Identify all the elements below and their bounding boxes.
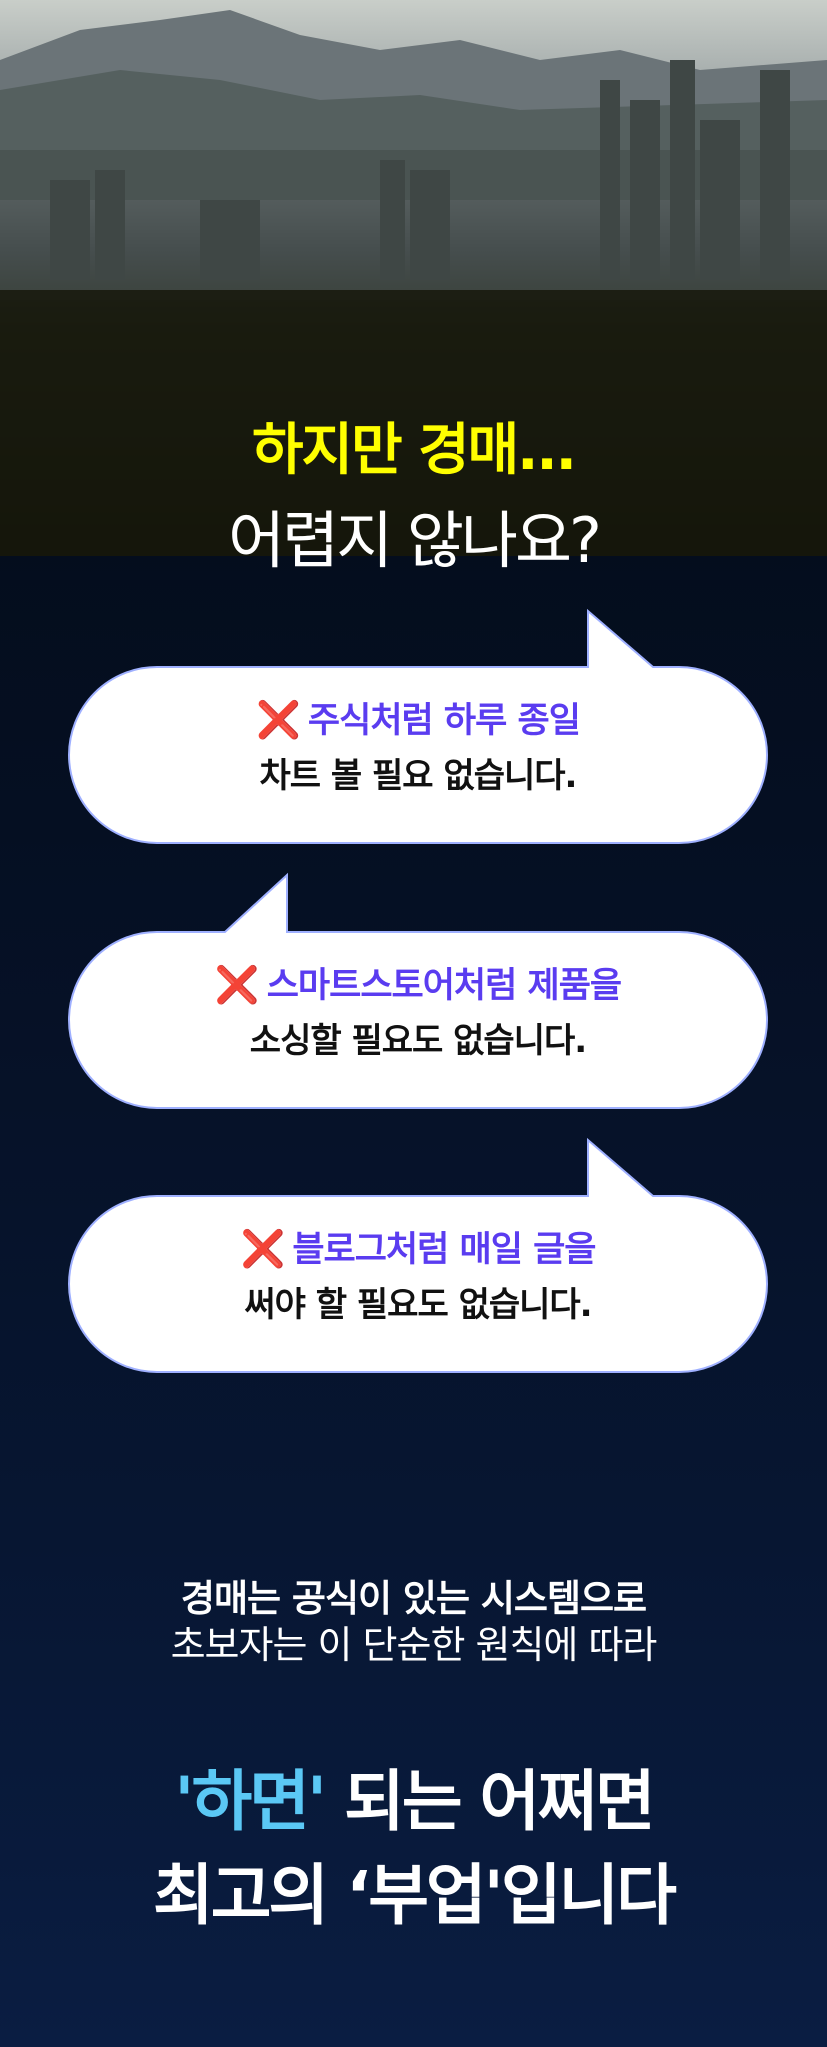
bubble-line2: 소싱할 필요도 없습니다. bbox=[249, 1021, 587, 1061]
speech-bubble-blog: ❌블로그처럼 매일 글을 써야 할 필요도 없습니다. bbox=[68, 1137, 768, 1373]
subtext-line2: 초보자는 이 단순한 원칙에 따라 bbox=[170, 1623, 658, 1667]
city-skyline-photo bbox=[0, 0, 827, 556]
speech-bubble-stocks: ❌주식처럼 하루 종일 차트 볼 필요 없습니다. bbox=[68, 608, 768, 844]
speech-bubble-smartstore: ❌스마트스토어처럼 제품을 소싱할 필요도 없습니다. bbox=[68, 872, 768, 1109]
headline-line2: 어렵지 않나요? bbox=[228, 504, 602, 577]
closing-line1: '하면' 되는 어쩌면 bbox=[174, 1763, 655, 1840]
speech-bubble-shape bbox=[68, 608, 768, 844]
speech-bubble-shape bbox=[68, 872, 768, 1109]
closing-line2: 최고의 ‘부업'입니다 bbox=[152, 1857, 677, 1934]
headline-line1: 하지만 경매... bbox=[252, 418, 577, 483]
bubble-line1: ❌스마트스토어처럼 제품을 bbox=[214, 965, 622, 1006]
cross-mark-icon: ❌ bbox=[240, 1229, 286, 1270]
bubble-line1: ❌주식처럼 하루 종일 bbox=[256, 700, 581, 741]
bubble-line1: ❌블로그처럼 매일 글을 bbox=[240, 1229, 597, 1270]
cross-mark-icon: ❌ bbox=[256, 700, 301, 741]
subtext-line1: 경매는 공식이 있는 시스템으로 bbox=[180, 1577, 647, 1620]
speech-bubble-shape bbox=[68, 1137, 768, 1373]
cross-mark-icon: ❌ bbox=[214, 965, 260, 1006]
bubble-line2: 차트 볼 필요 없습니다. bbox=[259, 756, 578, 796]
bubble-line2: 써야 할 필요도 없습니다. bbox=[244, 1285, 592, 1325]
closing-highlight: '하면' bbox=[174, 1763, 327, 1840]
